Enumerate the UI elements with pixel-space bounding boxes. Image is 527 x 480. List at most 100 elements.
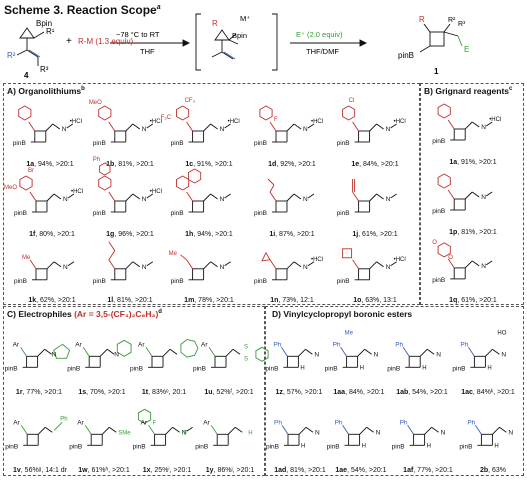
compound-number: 1o <box>353 297 362 304</box>
aryl-label: Ar <box>13 341 20 348</box>
hcl-label: •HCl <box>70 119 82 125</box>
nitrogen-label: N <box>114 351 119 358</box>
svg-text:Bpin: Bpin <box>36 19 52 28</box>
yield-dr: , 62%, >20:1 <box>36 297 76 304</box>
pinb-label: pinB <box>325 365 338 372</box>
aryl-label: Ar <box>141 419 148 426</box>
aryl-label: Ar <box>201 341 208 348</box>
yield-dr: , 92%, >20:1 <box>276 161 316 168</box>
nitrogen-label: N <box>386 264 391 271</box>
yield-dr: , 54%, >20:1 <box>347 467 387 474</box>
compound-label: 1w, 61%ʰ, >20:1 <box>72 467 136 474</box>
pinb-label: pinB <box>254 278 267 285</box>
compound-number: 1y <box>205 467 214 474</box>
hydrogen-label: H <box>360 365 364 371</box>
compound-number: 1w <box>78 467 88 474</box>
compound-number: 1ad <box>274 467 287 474</box>
pinb-label: pinB <box>171 140 184 147</box>
compound-number: 1b <box>106 161 115 168</box>
compound-number: 1m <box>184 297 195 304</box>
sme-label: SMe <box>118 430 131 436</box>
oxygen-label: O <box>448 255 453 261</box>
nitrogen-label: N <box>220 126 225 133</box>
compound-number: 1t <box>141 389 149 396</box>
phenyl-label: Ph <box>333 341 341 348</box>
compound-number: 1ac <box>461 389 473 396</box>
hcl-label: •HCl <box>150 119 162 125</box>
hydrogen-label: H <box>422 365 426 371</box>
compound-label: 1u, 52%ᶠ, >20:1 <box>194 389 264 396</box>
nitrogen-label: N <box>481 194 486 201</box>
pinb-label: pinB <box>93 278 106 285</box>
compound-label: 1g, 96%, >20:1 <box>92 231 168 238</box>
methyl-label: Me <box>345 330 354 336</box>
yield-dr: , 57%, >20:1 <box>282 389 323 396</box>
panel-a-title: A) Organolithiumsb <box>7 86 85 96</box>
yield-dr: , 81%, >20:1 <box>114 161 154 168</box>
hcl-label: •HCl <box>394 257 406 263</box>
yield-dr: , 80%, >20:1 <box>35 231 75 238</box>
compound-number: 2b <box>479 467 489 474</box>
nitrogen-label: N <box>436 351 441 358</box>
compound-label: 1p, 81%, >20:1 <box>426 229 520 236</box>
hcl-label: •HCl <box>228 119 240 125</box>
nitrogen-label: N <box>376 429 381 436</box>
yield-dr: , 70%, >20:1 <box>86 389 126 396</box>
compound-label: 1v, 56%ᵍ, 14:1 dr <box>8 467 72 474</box>
compound-number: 1p <box>449 229 458 236</box>
compound-number: 1v <box>12 467 21 474</box>
pinb-label: pinB <box>337 210 350 217</box>
yield-dr: , 63%, 13:1 <box>361 297 397 304</box>
phenyl-label: Ph <box>335 419 343 426</box>
hcl-label: •HCl <box>311 257 323 263</box>
pinb-label: pinB <box>14 210 27 217</box>
svg-text:Bpin: Bpin <box>232 31 247 40</box>
yield-dr: , 84%ᵏ, >20:1 <box>472 389 515 396</box>
nitrogen-label: N <box>501 351 506 358</box>
hydrogen-label: H <box>487 365 491 371</box>
compound-number: 1i <box>269 231 276 238</box>
compound-number: 1j <box>352 231 359 238</box>
compound-label: 1x, 25%ⁱ, >20:1 <box>136 466 198 474</box>
hcl-label: •HCl <box>311 119 323 125</box>
compound-number: 1s <box>78 389 87 396</box>
fluoro-label: F <box>153 420 157 426</box>
nitrogen-label: N <box>142 126 147 133</box>
nitrogen-label: N <box>62 126 67 133</box>
phenyl-label: Ph <box>274 419 282 426</box>
compound-number: 1aa <box>333 389 346 396</box>
nitrogen-label: N <box>52 351 57 358</box>
hydrogen-label: H <box>301 443 305 449</box>
svg-text:THF/DMF: THF/DMF <box>306 47 339 56</box>
pinb-label: pinB <box>254 210 267 217</box>
yield-dr: , 77%, >20:1 <box>22 389 63 396</box>
nitrogen-label: N <box>63 196 68 203</box>
yield-dr: , 54%, >20:1 <box>408 389 448 396</box>
svg-text:R³: R³ <box>458 21 466 28</box>
yield-dr: , 78%, >20:1 <box>194 297 234 304</box>
compound-number: 1f <box>29 231 36 238</box>
panel-b-grignard <box>420 83 524 305</box>
oxygen-label: O <box>432 240 437 246</box>
hcl-label: •HCl <box>150 189 162 195</box>
